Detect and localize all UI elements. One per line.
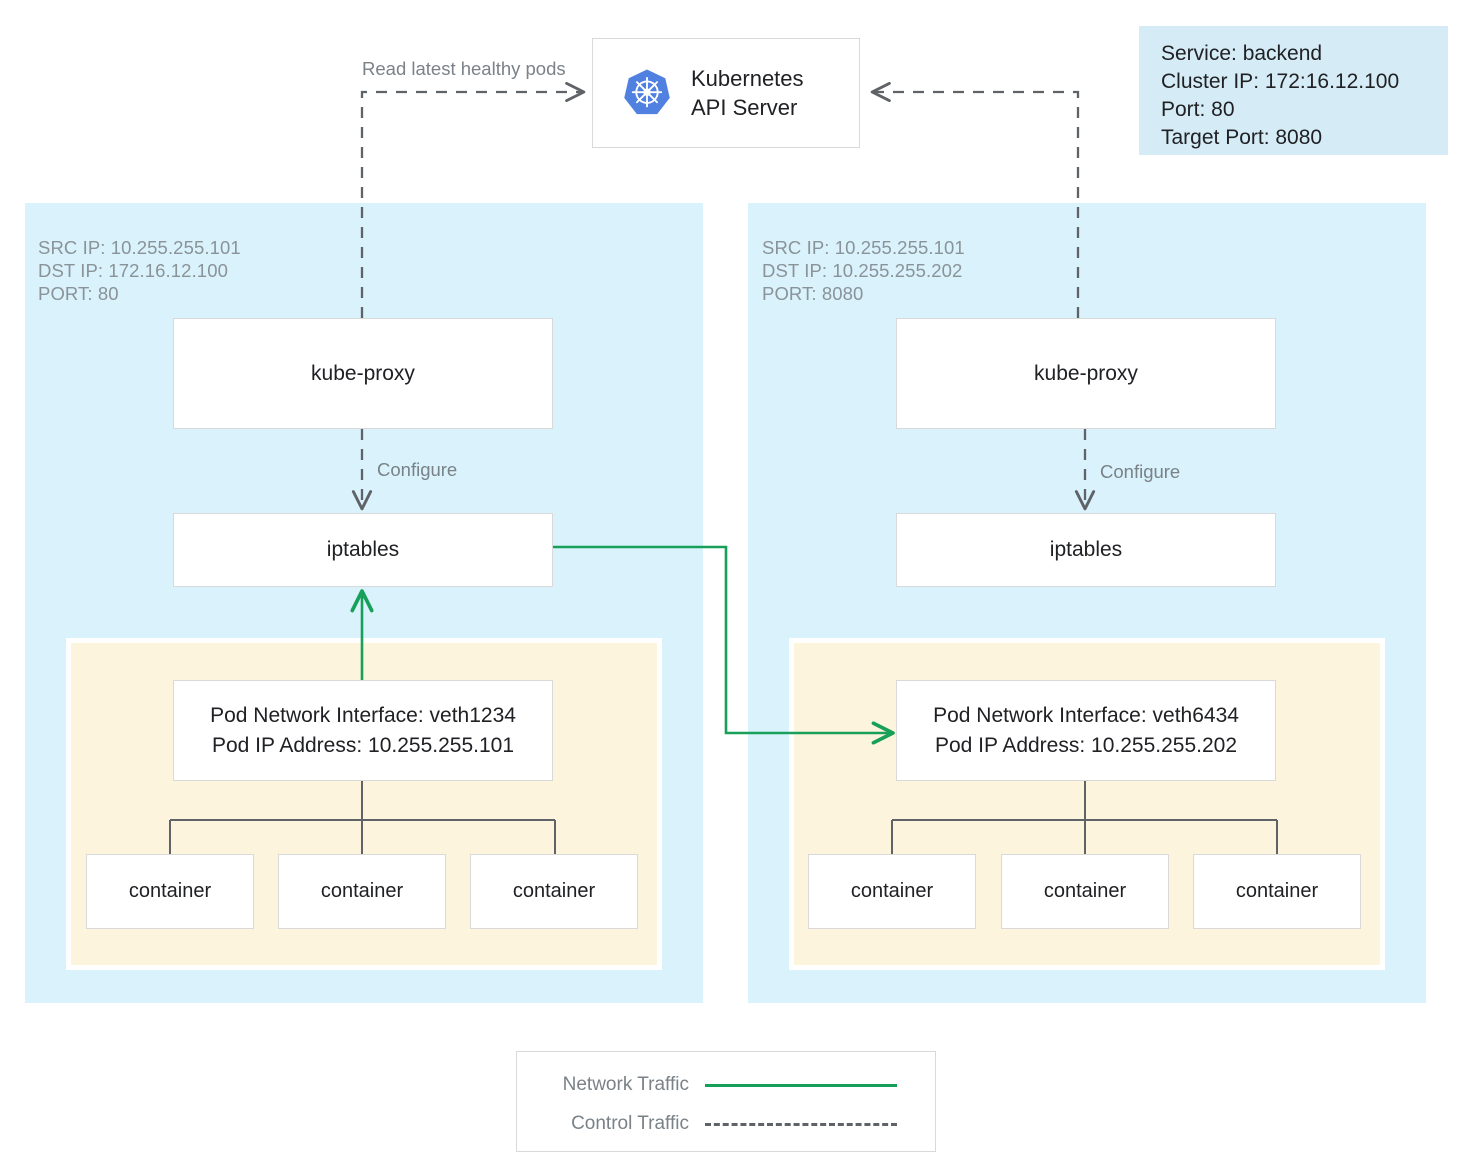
kubernetes-api-server-box[interactable]: Kubernetes API Server <box>592 38 860 148</box>
container-label: container <box>850 880 934 902</box>
iptables-label: iptables <box>326 538 400 561</box>
legend-label-network-traffic: Network Traffic <box>562 1074 689 1095</box>
container-label: container <box>128 880 212 902</box>
api-server-label: Kubernetes API Server <box>691 66 804 120</box>
pod-left-interface-box[interactable]: Pod Network Interface: veth1234 Pod IP A… <box>173 680 553 781</box>
node-right-traffic-meta: SRC IP: 10.255.255.101 DST IP: 10.255.25… <box>762 236 965 305</box>
kube-proxy-label: kube-proxy <box>1034 361 1138 385</box>
configure-left-text: Configure <box>377 459 458 480</box>
configure-right-label: Configure <box>1100 461 1180 483</box>
legend-label-control-traffic: Control Traffic <box>571 1113 689 1134</box>
node-right-kube-proxy-box[interactable]: kube-proxy <box>896 318 1276 429</box>
pod-right-interface-box[interactable]: Pod Network Interface: veth6434 Pod IP A… <box>896 680 1276 781</box>
legend-swatch-solid-line <box>705 1083 897 1087</box>
configure-left-label: Configure <box>377 459 457 481</box>
pod-left-container-3[interactable]: container <box>470 854 638 929</box>
container-label: container <box>1235 880 1319 902</box>
pod-left-interface-label: Pod Network Interface: veth1234 Pod IP A… <box>210 703 516 757</box>
node-left-kube-proxy-box[interactable]: kube-proxy <box>173 318 553 429</box>
legend-row-network-traffic: Network Traffic <box>541 1074 911 1096</box>
pod-right-interface-label: Pod Network Interface: veth6434 Pod IP A… <box>933 703 1239 757</box>
legend: Network Traffic Control Traffic <box>516 1051 936 1152</box>
pod-left-container-2[interactable]: container <box>278 854 446 929</box>
container-label: container <box>512 880 596 902</box>
pod-left-container-1[interactable]: container <box>86 854 254 929</box>
configure-right-text: Configure <box>1100 461 1181 482</box>
node-left-iptables-box[interactable]: iptables <box>173 513 553 587</box>
legend-row-control-traffic: Control Traffic <box>541 1113 911 1135</box>
kubernetes-logo-icon <box>621 67 673 119</box>
node-right-iptables-box[interactable]: iptables <box>896 513 1276 587</box>
service-info-callout: Service: backend Cluster IP: 172:16.12.1… <box>1139 26 1448 155</box>
pod-right-container-3[interactable]: container <box>1193 854 1361 929</box>
container-label: container <box>320 880 404 902</box>
node-right-meta-text: SRC IP: 10.255.255.101 DST IP: 10.255.25… <box>762 237 965 304</box>
node-left-meta-text: SRC IP: 10.255.255.101 DST IP: 172.16.12… <box>38 237 241 304</box>
pod-right-container-2[interactable]: container <box>1001 854 1169 929</box>
legend-swatch-dashed-line <box>705 1122 897 1126</box>
read-latest-healthy-pods-label: Read latest healthy pods <box>362 58 566 80</box>
container-label: container <box>1043 880 1127 902</box>
read-pods-text: Read latest healthy pods <box>362 58 566 79</box>
service-info-text: Service: backend Cluster IP: 172:16.12.1… <box>1161 42 1400 149</box>
iptables-label: iptables <box>1049 538 1123 561</box>
kube-proxy-label: kube-proxy <box>311 361 415 385</box>
pod-right-container-1[interactable]: container <box>808 854 976 929</box>
node-left-traffic-meta: SRC IP: 10.255.255.101 DST IP: 172.16.12… <box>38 236 241 305</box>
